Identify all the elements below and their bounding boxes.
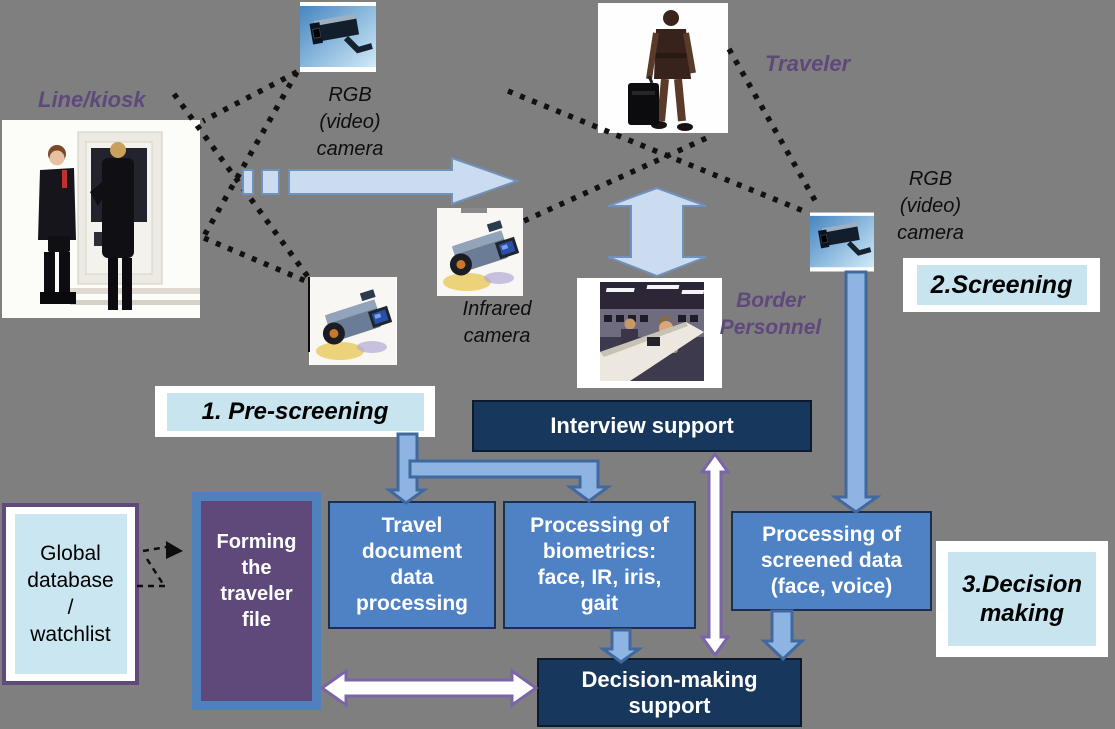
arrow-branch-to-biometrics — [408, 459, 613, 503]
border-personnel-photo — [600, 282, 704, 381]
step2-screening-badge: 2.Screening — [903, 258, 1100, 312]
camcorder-icon — [309, 277, 397, 365]
screened-data-box: Processing of screened data (face, voice… — [731, 511, 932, 611]
camcorder-art — [310, 277, 396, 365]
global-database-label: Global database / watchlist — [14, 514, 127, 674]
step1-prescreening-label: 1. Pre-screening — [166, 392, 424, 431]
step3-decision-badge: 3.Decision making — [936, 541, 1108, 657]
border-personnel-photo-frame — [577, 278, 722, 388]
surveillance-camera-icon — [300, 2, 376, 72]
border-personnel-label: Border Personnel — [719, 289, 822, 339]
traveler-photo — [598, 3, 728, 133]
biometrics-box: Processing of biometrics: face, IR, iris… — [503, 501, 696, 629]
step2-screening-label: 2.Screening — [916, 265, 1087, 305]
line-kiosk-label: Line/kiosk — [38, 87, 146, 112]
surveillance-camera-right-art — [810, 212, 874, 272]
decision-support-box: Decision-making support — [537, 658, 802, 727]
dotted-line-camera-kiosk-1 — [201, 69, 299, 124]
flow-arrow-dash-1 — [242, 169, 254, 195]
flow-arrow-right — [288, 156, 520, 206]
travel-document-box: Travel document data processing — [328, 501, 496, 629]
dotted-line-kiosk-camcorder-2 — [202, 235, 310, 285]
forming-traveler-file-box: Forming the traveler file — [192, 492, 321, 710]
dashed-connector-arrowhead — [166, 541, 183, 559]
camcorder-infrared-art — [437, 208, 523, 296]
interview-support-box: Interview support — [472, 400, 812, 452]
global-database-box: Global database / watchlist — [2, 503, 139, 685]
dashed-global-forming-connector — [137, 545, 167, 588]
arrow-screened-to-support — [760, 609, 806, 662]
kiosk-photo-art — [2, 120, 200, 318]
arrow-forming-decision-double — [319, 668, 539, 708]
dashed-segment-diagonal — [145, 558, 165, 585]
traveler-label: Traveler — [765, 51, 851, 76]
camcorder-infrared-icon — [437, 208, 523, 296]
dashed-segment-top — [142, 545, 167, 553]
dotted-line-infrared-traveler — [522, 133, 713, 224]
step3-decision-label: 3.Decision making — [948, 552, 1096, 646]
step1-prescreening-badge: 1. Pre-screening — [155, 386, 435, 437]
surveillance-camera-right-icon — [810, 212, 874, 272]
arrow-prescreening-to-traveldoc — [384, 432, 429, 505]
flow-arrow-dash-2 — [261, 169, 280, 195]
infrared-camera-label: Infrared camera — [462, 298, 532, 347]
kiosk-photo — [2, 120, 200, 318]
rgb-camera-top-label: RGB (video) camera — [316, 84, 384, 160]
dotted-line-camera-kiosk-2 — [201, 70, 300, 238]
flow-arrow-vertical-double — [607, 186, 707, 278]
arrow-camera-to-screened — [830, 270, 882, 514]
surveillance-camera-top-art — [300, 2, 376, 72]
arrow-interview-decision-double — [699, 451, 731, 658]
rgb-camera-right-label: RGB (video) camera — [897, 168, 964, 244]
traveler-photo-art — [598, 3, 728, 133]
